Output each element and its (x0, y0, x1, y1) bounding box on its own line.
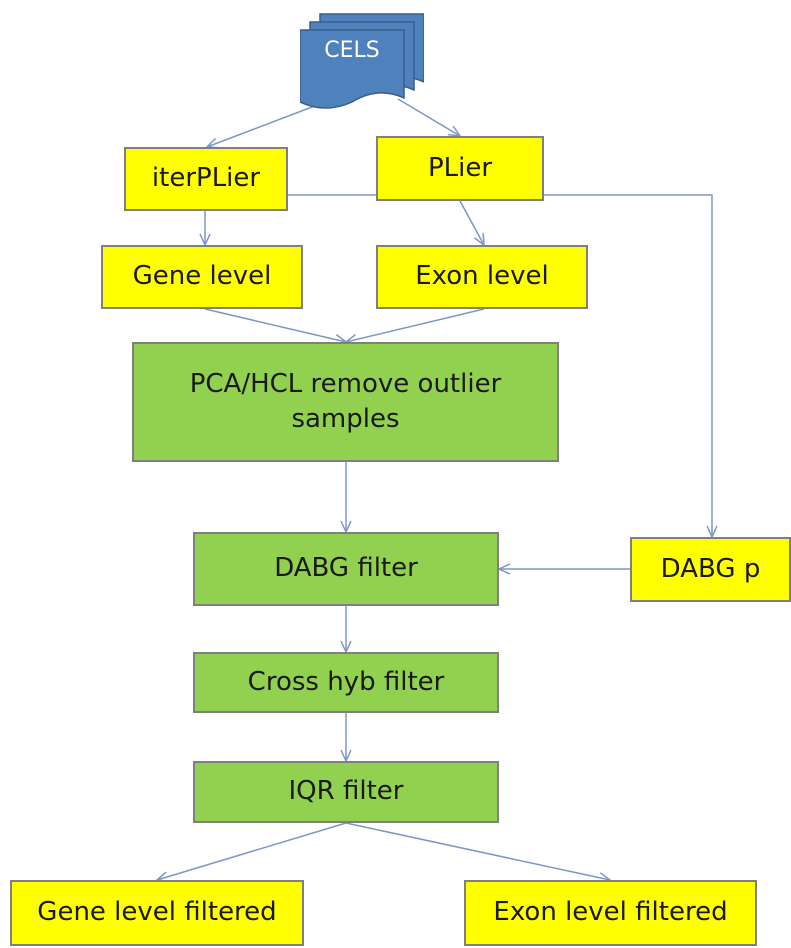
exon-level-filtered-node: Exon level filtered (464, 880, 757, 946)
exon-level-label: Exon level (415, 261, 549, 292)
edge-exon-level-to-pca (344, 308, 485, 346)
pca-hcl-node: PCA/HCL remove outlier samples (132, 342, 559, 462)
pca-hcl-label: PCA/HCL remove outlier samples (189, 368, 502, 434)
edge-plier-to-exon-level (459, 200, 485, 247)
dabg-filter-label: DABG filter (274, 553, 418, 584)
cross-hyb-filter-label: Cross hyb filter (247, 666, 445, 697)
iqr-filter-label: IQR filter (288, 776, 404, 807)
edge-cels-to-plier (397, 98, 462, 137)
iterplier-label: iterPLier (151, 163, 261, 194)
dabg-p-node: DABG p (630, 537, 791, 602)
exon-level-node: Exon level (376, 245, 588, 309)
cels-label: CELS (324, 38, 380, 63)
edge-iqr-to-exon-level-filtered (345, 822, 612, 884)
cels-multidocument-node: CELS (299, 12, 425, 114)
dabg-p-label: DABG p (660, 553, 761, 584)
iqr-filter-node: IQR filter (193, 761, 499, 823)
gene-level-filtered-label: Gene level filtered (37, 897, 277, 928)
cross-hyb-filter-node: Cross hyb filter (193, 652, 499, 713)
plier-node: PLier (376, 136, 544, 201)
edge-gene-level-to-pca (204, 308, 348, 346)
dabg-filter-node: DABG filter (193, 532, 499, 606)
gene-level-filtered-node: Gene level filtered (10, 880, 304, 946)
gene-level-label: Gene level (132, 261, 272, 292)
iterplier-node: iterPLier (124, 147, 288, 211)
plier-label: PLier (427, 152, 493, 183)
edge-iqr-to-gene-level-filtered (155, 822, 347, 883)
exon-level-filtered-label: Exon level filtered (493, 897, 728, 928)
gene-level-node: Gene level (101, 245, 303, 309)
multidocument-icon (299, 13, 425, 109)
